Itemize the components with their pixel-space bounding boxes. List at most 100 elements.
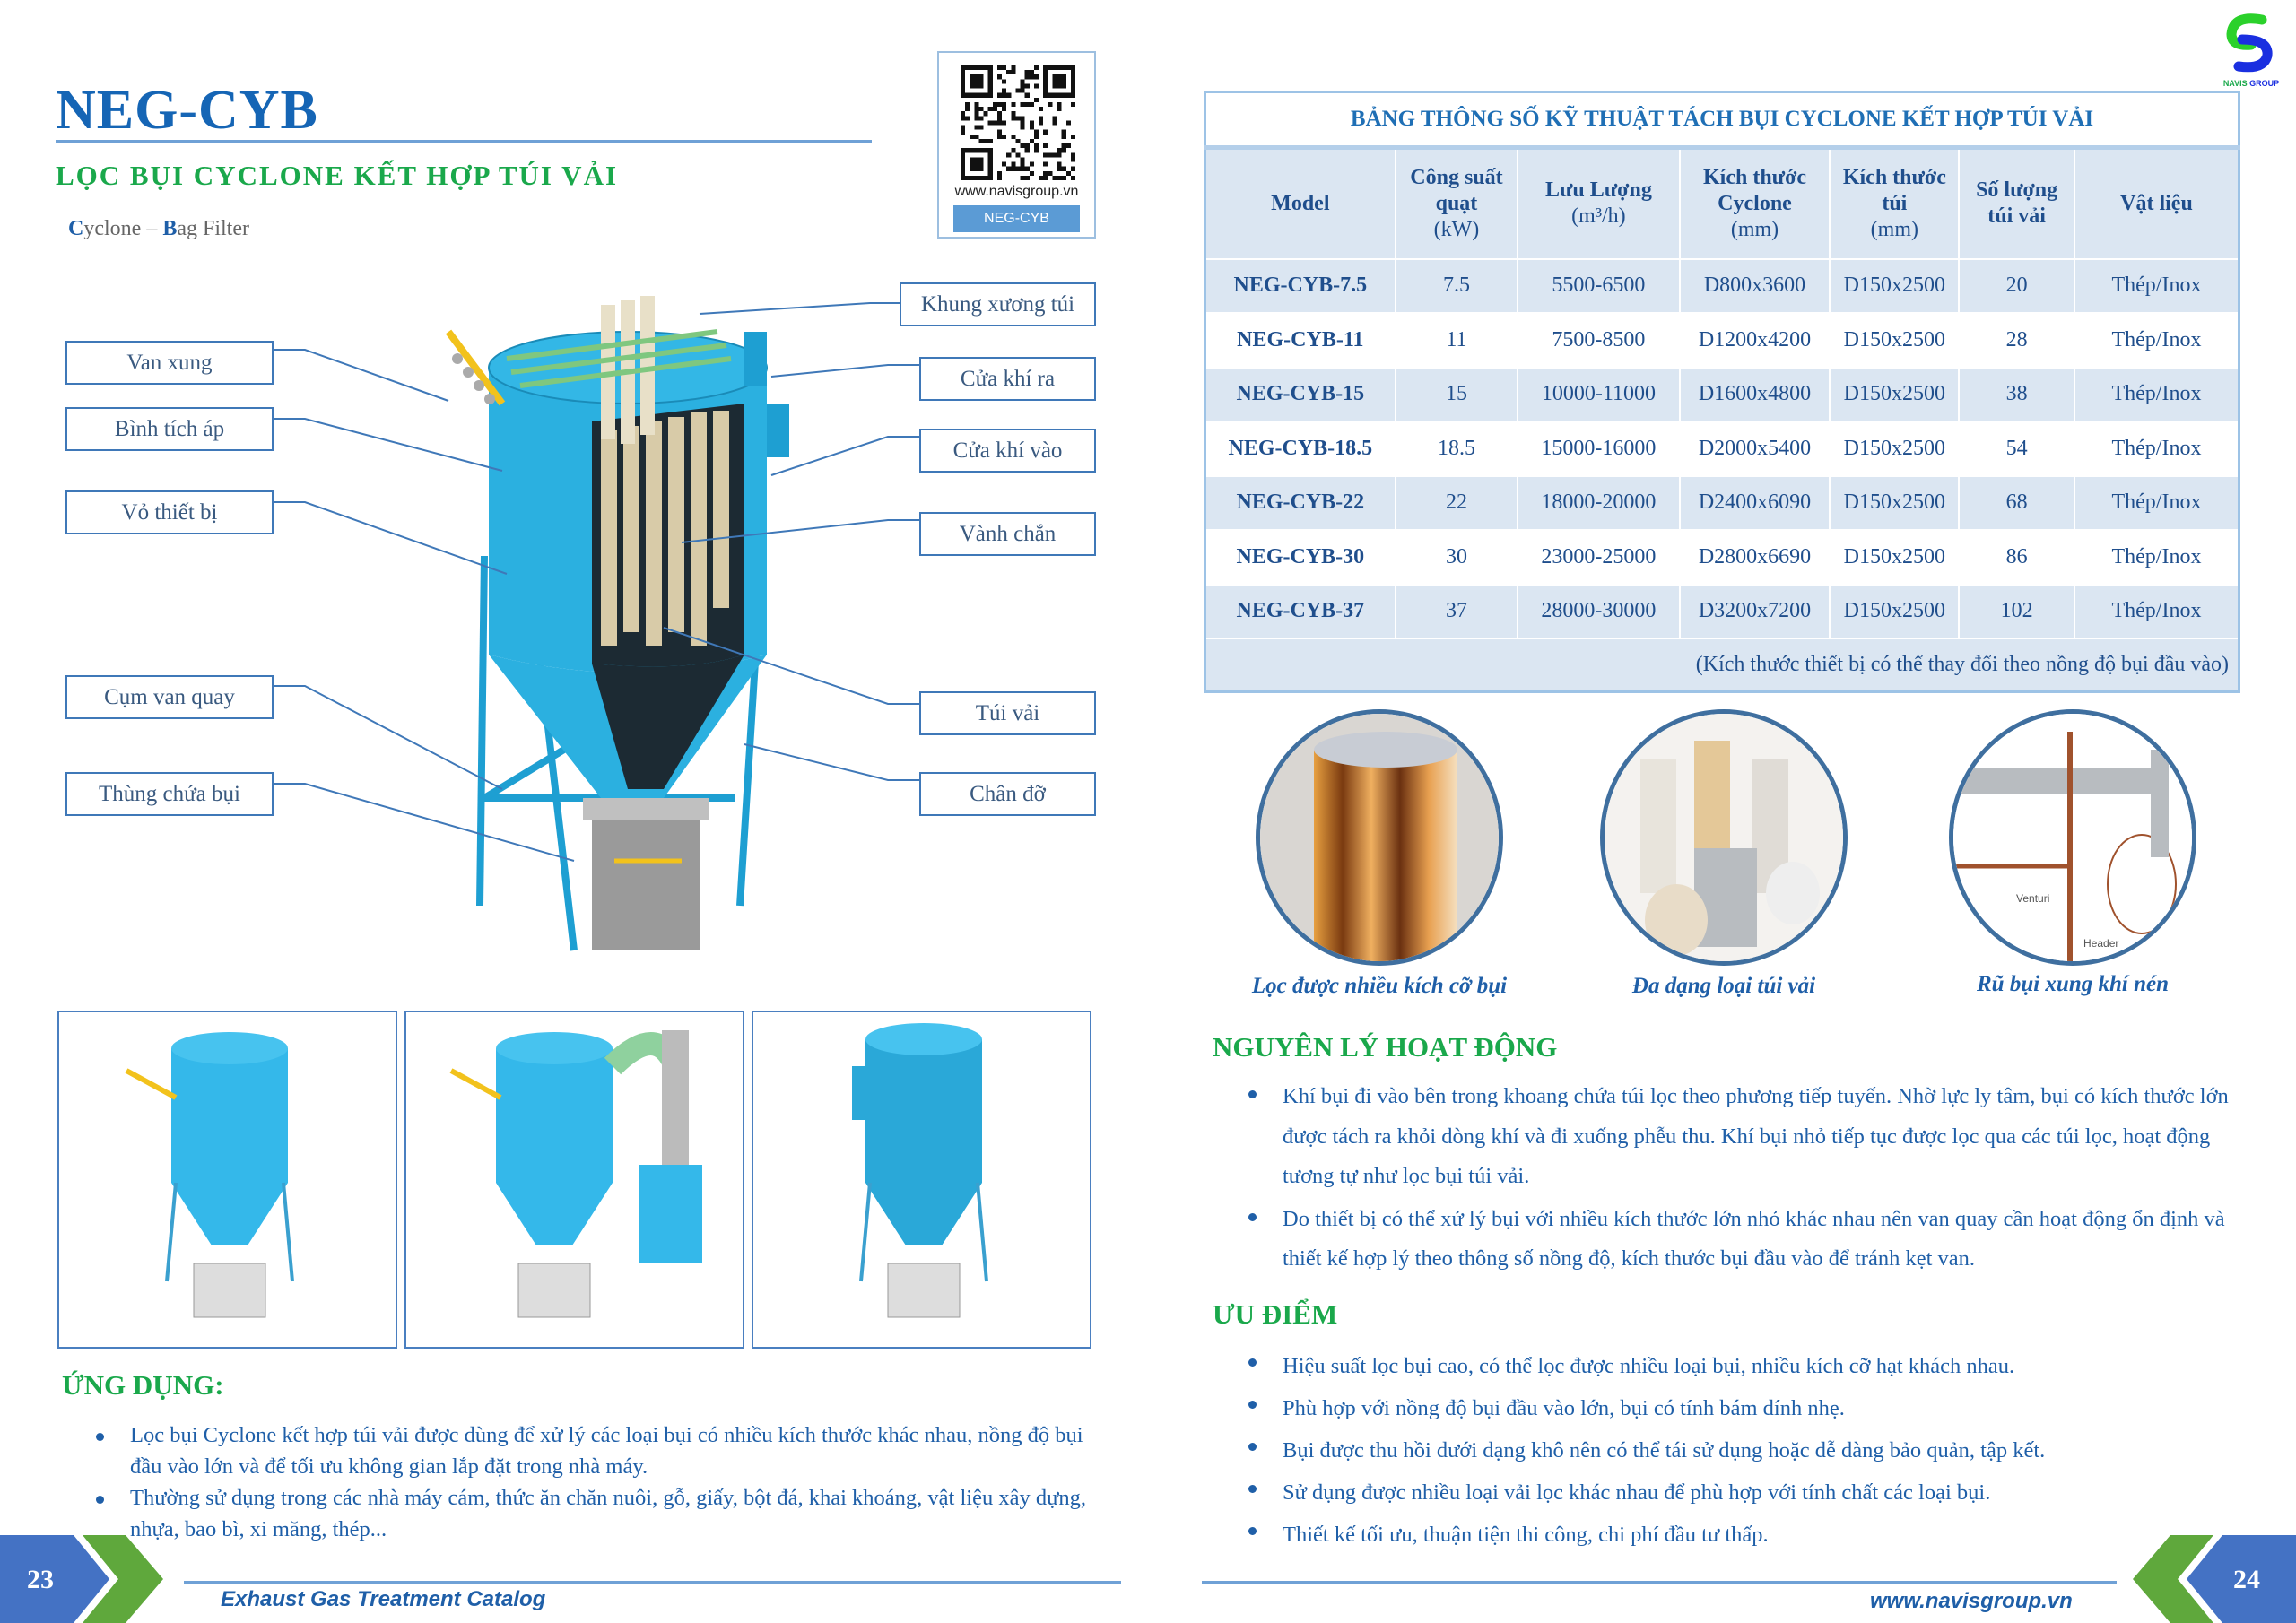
table-header: Model	[1204, 146, 1396, 260]
table-cell: NEG-CYB-7.5	[1204, 257, 1396, 314]
table-cell: D150x2500	[1829, 257, 1961, 314]
table-cell: D1200x4200	[1678, 312, 1831, 369]
feature-caption: Đa dạng loại túi vải	[1631, 974, 1816, 998]
table-cell: D1600x4800	[1678, 366, 1831, 422]
table-cell: 18.5	[1394, 421, 1519, 477]
applications-heading: ỨNG DỤNG:	[62, 1369, 224, 1401]
table-cell: 20	[1958, 257, 2075, 314]
table-cell: D150x2500	[1829, 366, 1961, 422]
qr-model-tag: NEG-CYB	[953, 205, 1080, 232]
table-cell: 5500-6500	[1517, 257, 1681, 314]
product-photo-2	[404, 1011, 744, 1349]
table-cell: 102	[1958, 583, 2075, 639]
table-header: Kích thước Cyclone(mm)	[1678, 146, 1831, 260]
footer-divider-left	[184, 1581, 1121, 1584]
list-item: Thiết kế tối ưu, thuận tiện thi công, ch…	[1243, 1514, 2239, 1556]
venturi-label: Venturi	[2016, 892, 2049, 905]
table-cell: Thép/Inox	[2073, 474, 2240, 531]
table-cell: D2400x6090	[1678, 474, 1831, 531]
table-cell: 37	[1394, 583, 1519, 639]
list-item: Sử dụng được nhiều loại vải lọc khác nha…	[1243, 1471, 2239, 1514]
website-link[interactable]: www.navisgroup.vn	[1870, 1589, 2073, 1613]
table-cell: 18000-20000	[1517, 474, 1681, 531]
product-subtitle: LỌC BỤI CYCLONE KẾT HỢP TÚI VẢI	[56, 160, 619, 191]
table-cell: 54	[1958, 421, 2075, 477]
right-page-badge	[2133, 1535, 2296, 1623]
table-cell: 68	[1958, 474, 2075, 531]
table-cell: D3200x7200	[1678, 583, 1831, 639]
label-thung-chua-bui: Thùng chứa bụi	[65, 772, 274, 816]
qr-url: www.navisgroup.vn	[954, 184, 1079, 199]
table-cell: D150x2500	[1829, 529, 1961, 586]
table-cell: 28000-30000	[1517, 583, 1681, 639]
table-cell: Thép/Inox	[2073, 583, 2240, 639]
list-item: Do thiết bị có thể xử lý bụi với nhiều k…	[1243, 1200, 2239, 1280]
table-cell: D150x2500	[1829, 474, 1961, 531]
footer-divider-right	[1202, 1581, 2117, 1584]
table-cell: D2800x6690	[1678, 529, 1831, 586]
table-cell: 11	[1394, 312, 1519, 369]
table-cell: NEG-CYB-11	[1204, 312, 1396, 369]
label-binh-tich-ap: Bình tích áp	[65, 407, 274, 451]
label-chan-do: Chân đỡ	[919, 772, 1096, 816]
table-cell: Thép/Inox	[2073, 257, 2240, 314]
table-cell: 28	[1958, 312, 2075, 369]
title-divider	[56, 140, 872, 143]
table-cell: Thép/Inox	[2073, 421, 2240, 477]
left-page-number: 23	[27, 1565, 54, 1594]
principle-heading: NGUYÊN LÝ HOẠT ĐỘNG	[1213, 1031, 1558, 1063]
table-cell: 7.5	[1394, 257, 1519, 314]
table-cell: 30	[1394, 529, 1519, 586]
svg-text:NAVIS GROUP: NAVIS GROUP	[2223, 79, 2279, 88]
table-header: Công suất quạt(kW)	[1394, 146, 1519, 260]
table-note: (Kích thước thiết bị có thể thay đổi the…	[1204, 638, 2240, 692]
qr-card[interactable]: www.navisgroup.vn NEG-CYB	[937, 51, 1096, 239]
table-header: Kích thước túi(mm)	[1829, 146, 1961, 260]
spec-table: BẢNG THÔNG SỐ KỸ THUẬT TÁCH BỤI CYCLONE …	[1204, 91, 2240, 693]
table-cell: 38	[1958, 366, 2075, 422]
applications-list: Lọc bụi Cyclone kết hợp túi vải được dùn…	[91, 1419, 1104, 1545]
table-cell: 10000-11000	[1517, 366, 1681, 422]
table-cell: NEG-CYB-15	[1204, 366, 1396, 422]
list-item: Thường sử dụng trong các nhà máy cám, th…	[91, 1482, 1104, 1545]
table-cell: Thép/Inox	[2073, 312, 2240, 369]
list-item: Phù hợp với nồng độ bụi đầu vào lớn, bụi…	[1243, 1387, 2239, 1429]
table-cell: NEG-CYB-22	[1204, 474, 1396, 531]
principle-list: Khí bụi đi vào bên trong khoang chứa túi…	[1243, 1077, 2239, 1280]
table-cell: D150x2500	[1829, 312, 1961, 369]
table-cell: D150x2500	[1829, 583, 1961, 639]
table-cell: D2000x5400	[1678, 421, 1831, 477]
table-cell: NEG-CYB-37	[1204, 583, 1396, 639]
table-cell: NEG-CYB-30	[1204, 529, 1396, 586]
table-header: Số lượng túi vải	[1958, 146, 2075, 260]
list-item: Bụi được thu hồi dưới dạng khô nên có th…	[1243, 1429, 2239, 1471]
feature-image-filter-sizes	[1256, 709, 1503, 966]
feature-image-bag-types	[1600, 709, 1848, 966]
left-page-badge	[0, 1535, 163, 1623]
cyclone-bag-filter-illustration	[445, 296, 789, 951]
header-label: Header	[2083, 937, 2118, 950]
table-cell: 23000-25000	[1517, 529, 1681, 586]
table-cell: 86	[1958, 529, 2075, 586]
table-cell: NEG-CYB-18.5	[1204, 421, 1396, 477]
table-cell: 22	[1394, 474, 1519, 531]
right-page-number: 24	[2233, 1565, 2260, 1594]
label-khung-xuong-tui: Khung xương túi	[900, 282, 1096, 326]
list-item: Hiệu suất lọc bụi cao, có thể lọc được n…	[1243, 1345, 2239, 1387]
table-cell: 7500-8500	[1517, 312, 1681, 369]
catalog-name: Exhaust Gas Treatment Catalog	[221, 1587, 546, 1611]
product-photo-1	[57, 1011, 397, 1349]
table-cell: 15	[1394, 366, 1519, 422]
feature-caption: Lọc được nhiều kích cỡ bụi	[1251, 974, 1508, 998]
qr-code-icon	[961, 65, 1075, 180]
table-title: BẢNG THÔNG SỐ KỸ THUẬT TÁCH BỤI CYCLONE …	[1204, 91, 2240, 150]
label-cua-khi-ra: Cửa khí ra	[919, 357, 1096, 401]
